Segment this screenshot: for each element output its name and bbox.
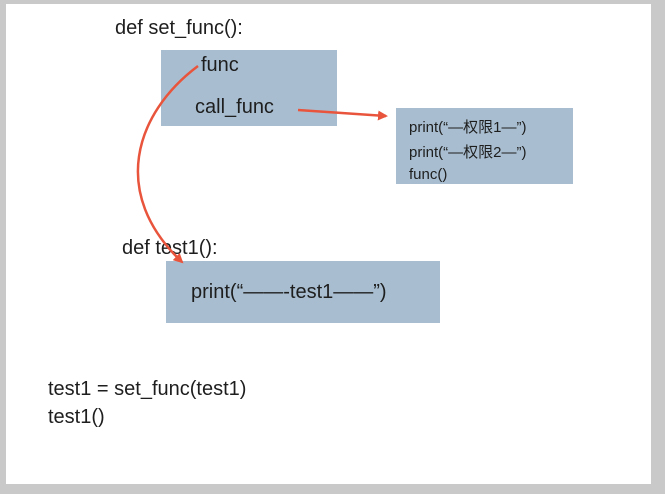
set-func-box: func call_func: [161, 50, 337, 126]
arrows-layer: [136, 65, 388, 264]
call-func-to-body-arrow: [297, 108, 388, 121]
test1-body: print(“——-test1——”): [191, 281, 387, 303]
func-to-test1-arrow: [136, 65, 199, 264]
set-func-def: def set_func():: [115, 17, 243, 39]
call-func-line: print(“—权限2—”): [409, 144, 527, 161]
code-line: test1(): [48, 406, 105, 428]
test1-box: print(“——-test1——”): [166, 261, 440, 323]
code-line: test1 = set_func(test1): [48, 378, 247, 400]
slide: def set_func(): func call_func print(“—权…: [6, 4, 651, 484]
func-label: func: [201, 54, 239, 76]
call-func-body-box: print(“—权限1—”) print(“—权限2—”) func(): [396, 108, 573, 184]
call-func-line: print(“—权限1—”): [409, 119, 527, 136]
call-func-line: func(): [409, 166, 448, 183]
call-func-label: call_func: [195, 96, 274, 118]
